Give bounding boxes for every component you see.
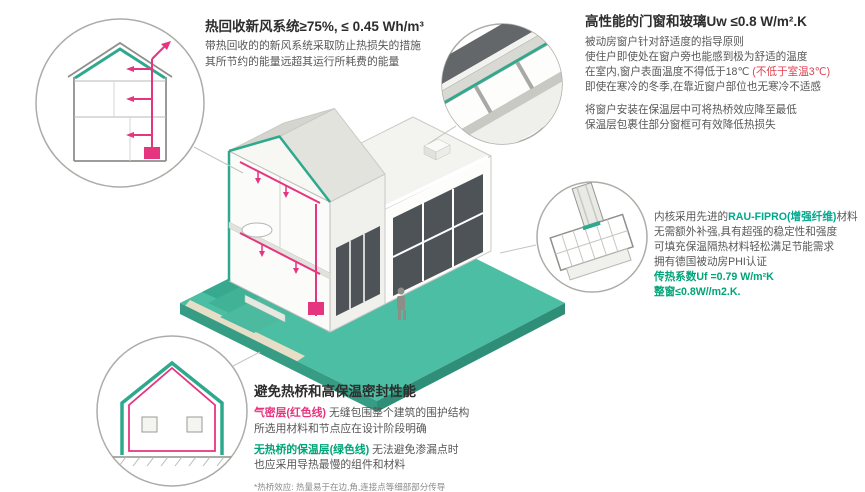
ventilation-ducts bbox=[239, 161, 324, 316]
profile-line3: 可填充保温隔热材料轻松满足节能需求 bbox=[654, 241, 835, 254]
glazing-mid-facade bbox=[336, 226, 380, 316]
callout-sealing: 避免热桥和高保温密封性能 气密层(红色线) 无缝包围整个建筑的围护结构 所选用材… bbox=[254, 383, 594, 492]
kitchen-counter bbox=[244, 294, 286, 323]
profile-line1: 内核采用先进的RAU-FIPRO(增强纤维)材料 bbox=[654, 210, 865, 225]
window-p2-line2: 保温层包裹住部分窗框可有效降低热损失 bbox=[585, 119, 776, 132]
callout-window: 高性能的门窗和玻璃Uw ≤0.8 W/m².K 被动房窗户针对舒适度的指导原则 … bbox=[585, 13, 863, 133]
sealing-p2-line2: 也应采用导热最慢的组件和材料 bbox=[254, 459, 406, 472]
sealing-p1-line1: 气密层(红色线) 无缝包围整个建筑的围护结构 bbox=[254, 406, 594, 421]
airtight-layer-text: 无缝包围整个建筑的围护结构 bbox=[325, 407, 470, 420]
profile-line2: 无需额外补强,具有超强的稳定性和强度 bbox=[654, 226, 838, 239]
leader-lines bbox=[193, 125, 537, 367]
hrv-line1: 带热回收的的新风系统采取防止热损失的措施 bbox=[205, 40, 421, 53]
profile-line1-pre: 内核采用先进的 bbox=[654, 211, 729, 223]
airtight-layer-label: 气密层(红色线) bbox=[254, 407, 326, 420]
rooftop-unit bbox=[423, 138, 451, 161]
hrv-line2: 其所节约的能量远超其运行所耗费的能量 bbox=[205, 55, 400, 68]
window-p2-line1: 将窗户安装在保温层中可将热桥效应降至最低 bbox=[585, 104, 797, 117]
profile-material-name: RAU-FIPRO(增强纤维) bbox=[728, 211, 837, 223]
window-p1-line2: 使住户即使处在窗户旁也能感到极为舒适的温度 bbox=[585, 51, 808, 64]
house-left-module bbox=[227, 108, 386, 333]
insulation-edge-roof bbox=[228, 135, 331, 203]
window-p1-line1: 被动房窗户针对舒适度的指导原则 bbox=[585, 36, 744, 49]
callout-hrv: 热回收新风系统≥75%, ≤ 0.45 Wh/m³ 带热回收的的新风系统采取防止… bbox=[205, 18, 565, 70]
sealing-p2-line1: 无热桥的保温层(绿色线) 无法避免渗漏点时 bbox=[254, 443, 594, 458]
window-section bbox=[442, 24, 562, 144]
hrv-detail-circle bbox=[35, 18, 205, 188]
window-temp-warning: (不低于室温3℃) bbox=[752, 66, 831, 79]
sealing-title: 避免热桥和高保温密封性能 bbox=[254, 384, 416, 399]
profile-u-value: 传热系数Uf =0.79 W/m²K bbox=[654, 271, 774, 284]
envelope-detail-circle bbox=[96, 335, 248, 487]
airtight-red-line bbox=[128, 366, 216, 452]
profile-window-u-value: 整窗≤0.8W//m2.K. bbox=[654, 286, 741, 299]
window-p1-line4: 即使在寒冷的冬季,在靠近窗户部位也无寒冷不适感 bbox=[585, 81, 822, 94]
window-temp-text: 在室内,窗户表面温度不得低于18℃ bbox=[585, 66, 753, 79]
window-title: 高性能的门窗和玻璃Uw ≤0.8 W/m².K bbox=[585, 14, 807, 29]
window-detail-circle bbox=[441, 23, 563, 145]
hrv-ducts bbox=[126, 41, 171, 159]
house-cutaway-illustration bbox=[227, 108, 492, 333]
insulation-layer-label: 无热桥的保温层(绿色线) bbox=[254, 443, 370, 456]
sealing-p1-line2: 所选用材料和节点应在设计阶段明确 bbox=[254, 422, 427, 435]
profile-line1-post: 材料 bbox=[836, 211, 858, 223]
callout-profile: 内核采用先进的RAU-FIPRO(增强纤维)材料 无需额外补强,具有超强的稳定性… bbox=[654, 210, 865, 300]
thermal-bridge-footnote: *热桥效应: 热量易于在边,角,连接点等细部部分传导 bbox=[254, 481, 446, 492]
insulation-layer-text: 无法避免渗漏点时 bbox=[369, 443, 459, 456]
frame-profile bbox=[549, 182, 634, 281]
profile-line4: 拥有德国被动房PHI认证 bbox=[654, 256, 768, 269]
bathtub bbox=[241, 222, 273, 238]
window-p1-line3: 在室内,窗户表面温度不得低于18℃ (不低于室温3℃) bbox=[585, 65, 863, 80]
hrv-title: 热回收新风系统≥75%, ≤ 0.45 Wh/m³ bbox=[205, 19, 424, 34]
profile-detail-circle bbox=[536, 181, 648, 293]
person-figure bbox=[397, 287, 406, 320]
